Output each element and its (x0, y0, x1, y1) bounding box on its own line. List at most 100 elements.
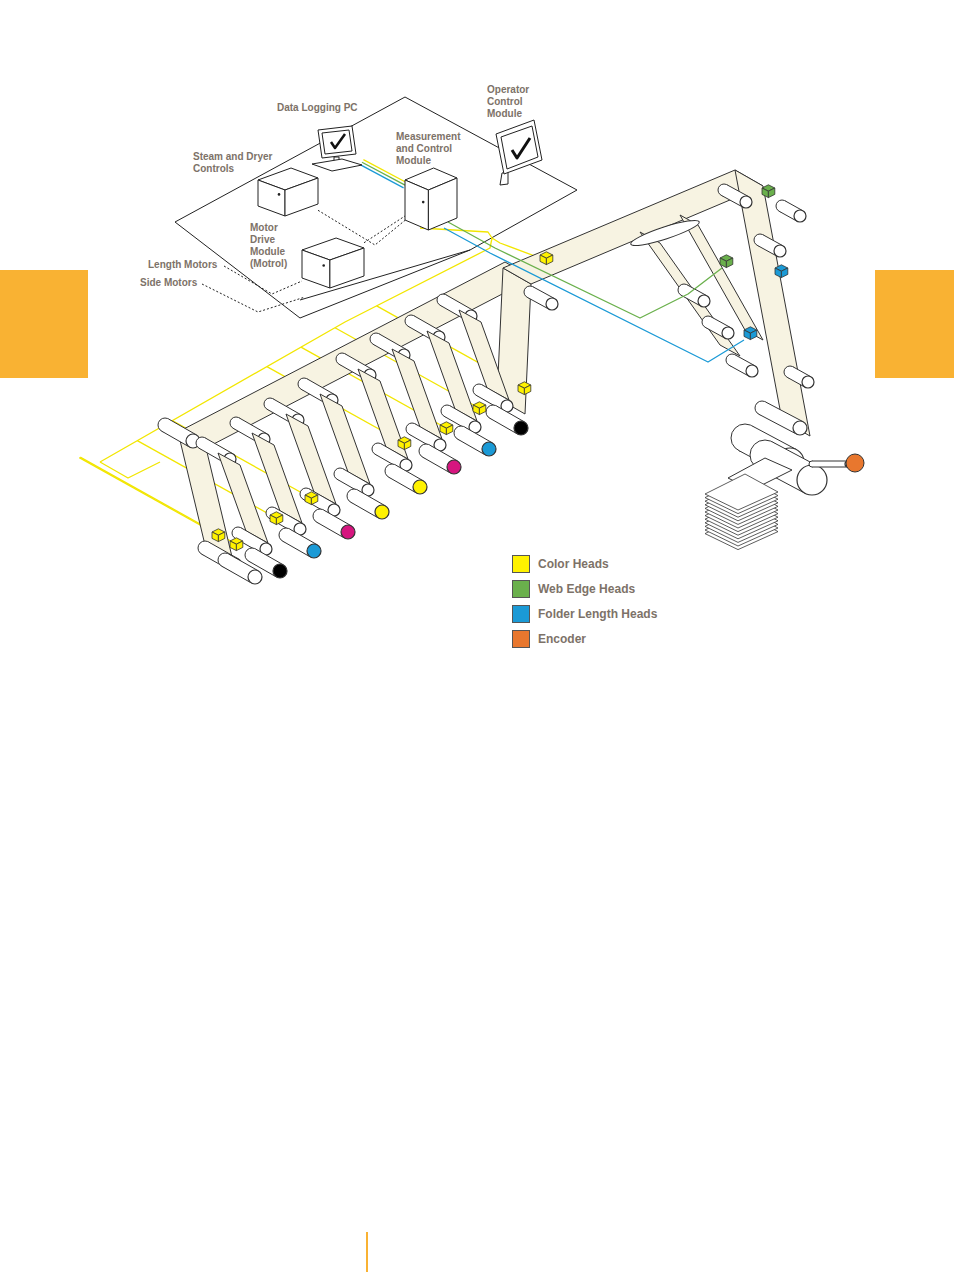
roller-end (413, 480, 427, 494)
paper-web (680, 215, 763, 340)
paper-web (392, 349, 442, 439)
sensor-head (212, 532, 218, 542)
cabinet-side (405, 180, 428, 230)
roller-edge (307, 379, 335, 395)
roller-edge (415, 424, 443, 440)
roller-edge (168, 419, 196, 435)
cabinet-side (258, 180, 285, 216)
sensor-head (276, 515, 282, 525)
roller-edge (812, 461, 848, 462)
device-label: Measurement and Control Module (396, 131, 471, 167)
paper-web (320, 394, 370, 484)
roller-edge (323, 510, 351, 526)
roller-end (482, 442, 496, 456)
paper-web (286, 414, 336, 504)
side-tab (875, 270, 954, 378)
roller-edge (446, 295, 474, 311)
sensor-head (218, 532, 224, 542)
cabinet-side (428, 178, 457, 230)
roller-end (774, 245, 786, 257)
legend-swatch (512, 555, 530, 573)
roller-edge (239, 418, 267, 434)
device-label: Motor Drive Module (Motrol) (250, 222, 302, 270)
operator-monitor: Operator Control Module (492, 120, 547, 185)
sensor-head (479, 405, 485, 415)
paper-web (459, 310, 509, 400)
roller-edge (222, 566, 252, 583)
cable-line (364, 216, 405, 243)
sensor-wire (448, 222, 722, 318)
roller-edge (357, 490, 385, 506)
roller-edge (389, 477, 417, 493)
roller-end (375, 505, 389, 519)
roller-edge (255, 549, 283, 565)
roller-end (740, 196, 752, 208)
control-cabinet: Steam and Dryer Controls (258, 168, 318, 216)
roller-end (546, 298, 558, 310)
roller-edge (772, 442, 819, 467)
sensor-head (781, 268, 787, 278)
cabinet-side (285, 178, 318, 216)
roller-end (802, 376, 814, 388)
roller-edge (395, 465, 423, 481)
roller-edge (162, 431, 190, 447)
leader-line (202, 284, 305, 312)
roller-end (248, 570, 262, 584)
roller-edge (759, 414, 797, 434)
legend-swatch (512, 580, 530, 598)
part-label: Length Motors (148, 259, 217, 271)
roller-edge (533, 287, 555, 299)
roller-edge (785, 201, 803, 211)
sheet (705, 474, 778, 510)
sensor-head (236, 541, 242, 551)
roller-end (447, 460, 461, 474)
legend-text: Web Edge Heads (538, 582, 635, 596)
cabinet-side (330, 248, 364, 288)
roller-end (307, 544, 321, 558)
monitor-frame (318, 126, 356, 158)
roller-edge (283, 541, 311, 557)
cable-connector (364, 216, 405, 243)
sensor-head (546, 255, 552, 265)
roller-edge (496, 406, 524, 422)
roller-edge (458, 439, 486, 455)
paper-web (358, 369, 408, 459)
legend-swatch (512, 605, 530, 623)
legend-swatch (512, 630, 530, 648)
sensor-head (726, 258, 732, 268)
roller (812, 461, 848, 467)
sensor-head (446, 425, 452, 435)
sensor-head (744, 330, 750, 340)
roller-edge (345, 354, 373, 370)
paper-web (427, 331, 477, 421)
part-label: Side Motors (140, 277, 197, 289)
sensor-head (762, 188, 768, 198)
footer-rule (366, 1232, 368, 1272)
sensor-head (720, 258, 726, 268)
sensor-head (230, 541, 236, 551)
roller-edge (812, 467, 848, 468)
sensor-head (768, 188, 774, 198)
check-mark (512, 138, 530, 158)
roller-end (514, 421, 528, 435)
cabinet-lamp (422, 201, 425, 204)
control-cabinet: Motor Drive Module (Motrol) (302, 238, 364, 288)
roller-end (794, 210, 806, 222)
roller-edge (763, 235, 783, 246)
roller-edge (379, 334, 407, 350)
device-label: Data Logging PC (277, 102, 377, 114)
sensor-head (398, 440, 404, 450)
sensor-wire (100, 462, 160, 478)
roller-edge (727, 185, 749, 197)
sensor-head (524, 385, 530, 395)
leader-line (224, 266, 302, 294)
roller-edge (765, 402, 803, 422)
roller-edge (228, 554, 258, 571)
roller-edge (711, 317, 731, 328)
monitor-frame (496, 120, 542, 174)
roller-end (746, 365, 758, 377)
device-icon (312, 126, 362, 172)
roller-edge (464, 427, 492, 443)
